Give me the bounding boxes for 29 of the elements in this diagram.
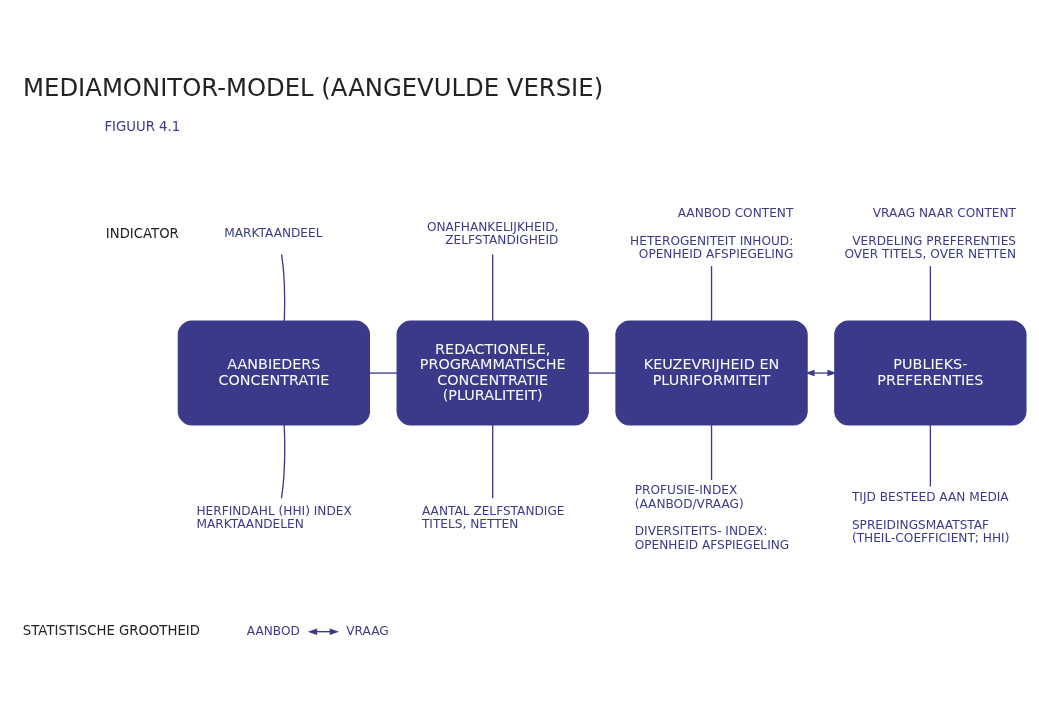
node-text: VRAAG NAAR CONTENT VERDELING PREFERENTIES OVER TITELS, OVER NETTEN	[844, 205, 1017, 261]
connector	[280, 424, 286, 499]
label: STATISTISCHE GROOTHEID	[22, 623, 200, 639]
node-text: ONAFHANKELIJKHEID, ZELFSTANDIGHEID	[426, 219, 559, 248]
node-text: VRAAG	[346, 623, 389, 638]
node-box: REDACTIONELE, PROGRAMMATISCHE CONCENTRATIE (PLURALITEIT)	[396, 320, 589, 426]
node-text: PROFUSIE-INDEX (AANBOD/VRAAG) DIVERSITEITS- INDEX: OPENHEID AFSPIEGELING	[634, 483, 790, 552]
connector	[587, 372, 617, 374]
node-text: MARKTAANDEEL	[224, 226, 323, 241]
connector	[710, 424, 713, 481]
connector	[492, 253, 494, 322]
label: INDICATOR	[105, 225, 179, 241]
connector	[929, 265, 932, 322]
connector	[492, 424, 494, 499]
connector	[280, 253, 286, 322]
node-text: TIJD BESTEED AAN MEDIA SPREIDINGSMAATSTAF (THEIL-COEFFICIENT; HHI)	[851, 490, 1010, 545]
node-box: PUBLIEKS- PREFERENTIES	[834, 320, 1027, 426]
node-text: AANBOD	[246, 623, 300, 638]
diagram-title: MEDIAMONITOR-MODEL (AANGEVULDE VERSIE)	[23, 73, 604, 103]
node-text: HERFINDAHL (HHI) INDEX MARKTAANDELEN	[196, 503, 352, 532]
connector	[368, 372, 398, 374]
node-text: AANBOD CONTENT HETEROGENITEIT INHOUD: OPENHEID AFSPIEGELING	[630, 205, 794, 261]
arrow	[805, 369, 837, 377]
connector	[929, 424, 932, 488]
node-text: AANTAL ZELFSTANDIGE TITELS, NETTEN	[421, 503, 565, 532]
node-box: KEUZEVRIJHEID EN PLURIFORMITEIT	[615, 320, 808, 426]
connector	[710, 265, 713, 322]
label: FIGUUR 4.1	[104, 119, 181, 135]
node-box: AANBIEDERS CONCENTRATIE	[177, 320, 370, 426]
